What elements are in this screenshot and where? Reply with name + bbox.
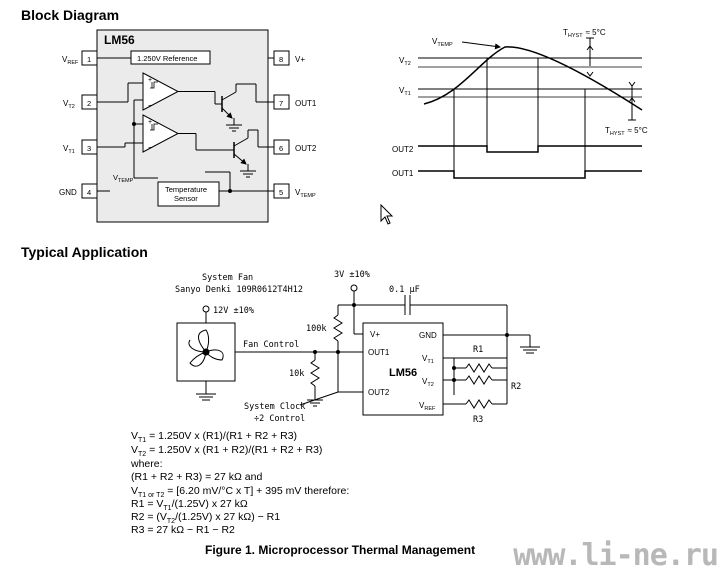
sensor-label-2: Sensor — [174, 194, 198, 203]
pin-vplus-label: V+ — [295, 55, 305, 64]
svg-text:+: + — [148, 119, 152, 126]
pin-8-number: 8 — [279, 55, 283, 64]
sensor-label-1: Temperature — [165, 185, 207, 194]
pin-3-number: 3 — [87, 144, 91, 153]
fan-model: Sanyo Denki 109R0612T4H12 — [175, 285, 303, 295]
pin-6-number: 6 — [279, 144, 283, 153]
timing-diagram — [418, 37, 643, 179]
pin-out1-label: OUT1 — [295, 99, 317, 108]
pin-2-number: 2 — [87, 99, 91, 108]
pin-vt2-label: VT2 — [63, 99, 75, 110]
app-ic-name: LM56 — [389, 367, 417, 379]
out1-waveform — [418, 170, 642, 179]
app-pin-vplus: V+ — [370, 330, 380, 339]
pin-out2-label: OUT2 — [295, 144, 317, 153]
r1-label: R1 — [473, 345, 483, 355]
svg-text:−: − — [148, 101, 153, 110]
chip-name: LM56 — [104, 33, 135, 47]
clock-label-1: System Clock — [244, 402, 305, 412]
pin-7-number: 7 — [279, 99, 283, 108]
watermark: www.li-ne.ru — [513, 538, 719, 573]
pin-vref-label: VREF — [62, 55, 79, 66]
pin-vtemp-label: VTEMP — [295, 188, 316, 199]
pin-1-number: 1 — [87, 55, 91, 64]
vtemp-internal-label: VTEMP — [113, 173, 134, 184]
r-pullup-label: 100k — [306, 324, 326, 334]
app-pin-vt1: VT1 — [422, 354, 434, 365]
thyst-bottom-label: THYST≈ 5°C — [605, 126, 648, 137]
formula-vt2: VT2 = 1.250V x (R1 + R2)/(R1 + R2 + R3) — [131, 444, 323, 459]
app-pin-out2: OUT2 — [368, 388, 390, 397]
pin-gnd-label: GND — [59, 188, 77, 197]
vtemp-curve — [423, 46, 643, 111]
reference-label: 1.250V Reference — [137, 54, 197, 63]
app-pin-vref: VREF — [419, 401, 436, 412]
pin-vt1-label: VT1 — [63, 144, 75, 155]
fan-supply-label: 12V ±10% — [213, 306, 254, 316]
formula-r2: R2 = (VT2/(1.25V) x 27 kΩ) − R1 — [131, 511, 281, 526]
temperature-sensor-box — [157, 181, 220, 207]
timing-vt1-label: VT1 — [399, 86, 411, 97]
capacitor-label: 0.1 μF — [389, 285, 420, 295]
block-diagram-heading: Block Diagram — [21, 7, 120, 23]
lm56-block-diagram — [81, 29, 290, 223]
formula-r1: R1 = VT1/(1.25V) x 27 kΩ — [131, 498, 248, 513]
figure-caption: Figure 1. Microprocessor Thermal Managem… — [205, 543, 476, 557]
clock-label-2: ÷2 Control — [254, 414, 305, 424]
svg-text:+: + — [148, 77, 152, 84]
pin-5-number: 5 — [279, 188, 283, 197]
thyst-top-label: THYST≈ 5°C — [563, 28, 606, 39]
r-pulldown-label: 10k — [289, 369, 304, 379]
formula-vt-slope: VT1 or T2 = [6.20 mV/°C x T] + 395 mV th… — [131, 485, 350, 500]
lm56-ic — [362, 322, 444, 416]
formula-vt1: VT1 = 1.250V x (R1)/(R1 + R2 + R3) — [131, 430, 298, 445]
app-pin-vt2: VT2 — [422, 377, 434, 388]
formula-r3: R3 = 27 kΩ − R1 − R2 — [131, 524, 235, 536]
timing-vtemp-label: VTEMP — [432, 37, 453, 48]
timing-vt2-label: VT2 — [399, 56, 411, 67]
out2-waveform — [418, 145, 642, 153]
typical-application-heading: Typical Application — [21, 244, 148, 260]
r3-label: R3 — [473, 415, 483, 425]
timing-out1-label: OUT1 — [392, 169, 414, 178]
mouse-cursor-icon — [380, 204, 394, 225]
formula-sum: (R1 + R2 + R3) = 27 kΩ and — [131, 471, 263, 483]
svg-text:−: − — [148, 143, 153, 152]
supply-label: 3V ±10% — [334, 270, 370, 280]
r2-label: R2 — [511, 382, 521, 392]
fan-title: System Fan — [202, 273, 253, 283]
app-pin-out1: OUT1 — [368, 348, 390, 357]
timing-out2-label: OUT2 — [392, 145, 414, 154]
pin-4-number: 4 — [87, 188, 91, 197]
formula-where: where: — [131, 458, 163, 470]
application-circuit — [176, 284, 540, 416]
app-pin-gnd: GND — [419, 331, 437, 340]
fan-control-label: Fan Control — [243, 340, 299, 350]
